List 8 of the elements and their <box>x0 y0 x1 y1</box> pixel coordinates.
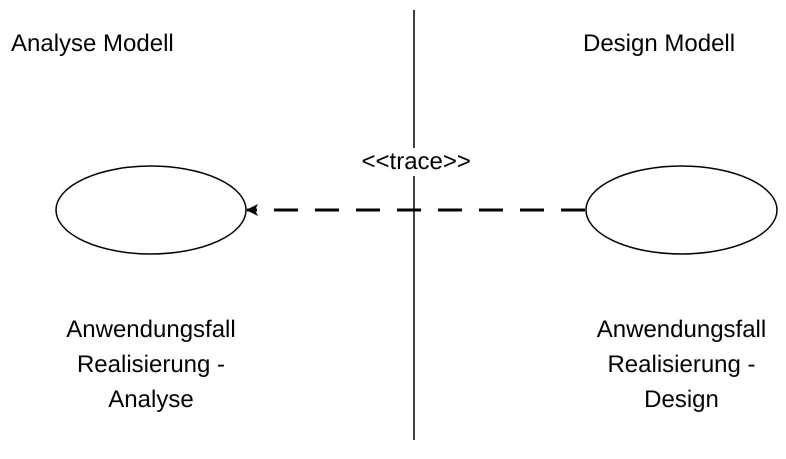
use-case-caption: Anwendungsfall Realisierung - Analyse <box>65 315 237 415</box>
section-heading: Analyse Modell <box>11 30 174 58</box>
edge-label: <<trace>> <box>360 148 472 176</box>
section-heading: Design Modell <box>583 30 736 58</box>
use-case-ellipse <box>55 165 247 255</box>
dependency-arrow <box>246 204 585 216</box>
use-case-caption: Anwendungsfall Realisierung - Design <box>596 315 768 415</box>
use-case-ellipse <box>585 165 778 255</box>
